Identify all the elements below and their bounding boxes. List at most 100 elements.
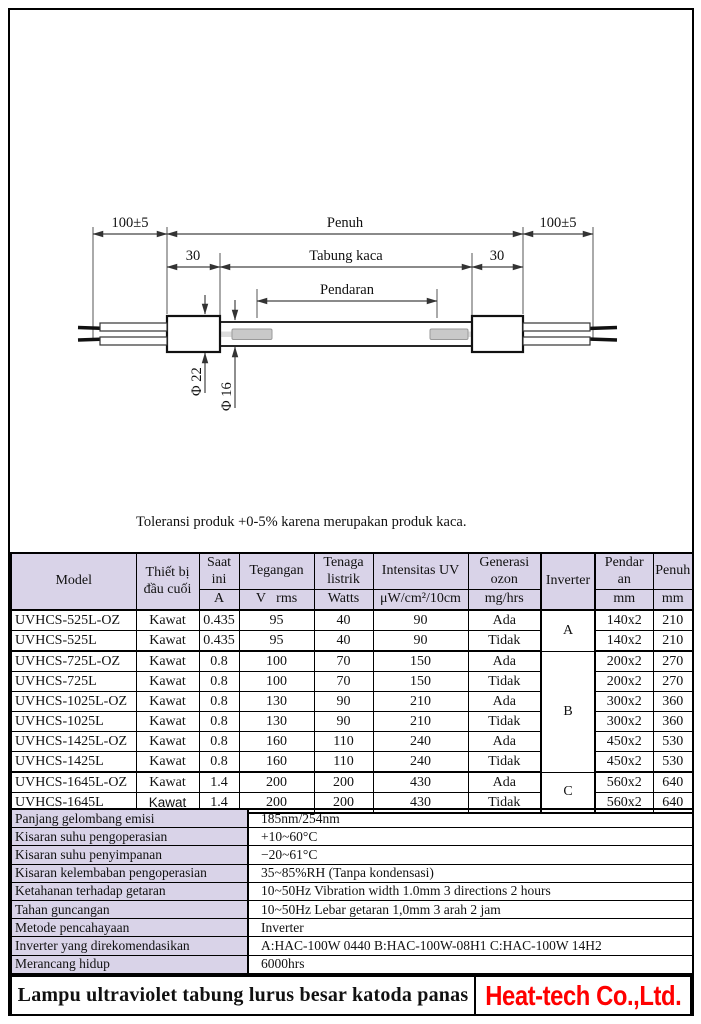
cell-ozone: Tidak <box>467 751 542 773</box>
col-header-voltage: Tegangan <box>238 552 315 590</box>
cell-current: 0.8 <box>198 671 240 692</box>
cell-ozone: Tidak <box>467 671 542 692</box>
cell-inverter-group: A <box>540 609 596 652</box>
cell-penuh: 530 <box>652 731 694 752</box>
dim-label-lead-right: 100±5 <box>540 215 577 231</box>
cell-uv: 150 <box>372 671 469 692</box>
cell-watts: 40 <box>313 609 374 631</box>
company-logo: Heat-tech Co.,Ltd. <box>476 977 690 1014</box>
cell-model: UVHCS-1025L-OZ <box>10 691 137 712</box>
dim-label-cap-left: 30 <box>186 248 201 264</box>
cell-model: UVHCS-1425L-OZ <box>10 731 137 752</box>
end-cap-left <box>165 314 222 354</box>
dim-label-diameter-cap: Φ 22 <box>189 367 205 396</box>
cell-voltage: 95 <box>238 609 315 631</box>
cell-uv: 150 <box>372 650 469 672</box>
cell-model: UVHCS-1645L-OZ <box>10 771 137 793</box>
col-header-terminal: Thiết bị đầu cuối <box>135 552 200 611</box>
cell-uv: 430 <box>372 771 469 793</box>
electrode-left <box>231 328 273 340</box>
dimension-lines <box>92 230 594 408</box>
cell-watts: 90 <box>313 691 374 712</box>
cell-current: 0.8 <box>198 751 240 773</box>
spec-value: +10~60°C <box>247 827 694 847</box>
col-unit-pendaran: mm <box>594 589 654 611</box>
col-header-ozone: Generasi ozon <box>467 552 542 590</box>
cell-pendaran: 300x2 <box>594 711 654 732</box>
lead-wire <box>587 337 618 342</box>
cell-pendaran: 200x2 <box>594 650 654 672</box>
lead-wire <box>587 325 618 331</box>
lamp-drawing <box>77 314 618 354</box>
cell-uv: 210 <box>372 711 469 732</box>
cell-voltage: 160 <box>238 731 315 752</box>
cell-terminal: Kawat <box>135 691 200 712</box>
col-header-current: Saat ini <box>198 552 240 590</box>
spec-value: 35~85%RH (Tanpa kondensasi) <box>247 863 694 883</box>
spec-value: 10~50Hz Vibration width 1.0mm 3 directio… <box>247 881 694 902</box>
cell-uv: 240 <box>372 751 469 773</box>
spec-value: 185nm/254nm <box>247 808 694 829</box>
cell-ozone: Ada <box>467 731 542 752</box>
cell-model: UVHCS-1425L <box>10 751 137 773</box>
col-header-pendaran: Pendar an <box>594 552 654 590</box>
cell-current: 1.4 <box>198 771 240 793</box>
spec-label: Tahan guncangan <box>10 900 249 920</box>
cell-current: 0.8 <box>198 691 240 712</box>
cell-uv: 90 <box>372 630 469 652</box>
spec-row: Kisaran suhu penyimpanan−20~61°C <box>10 845 694 865</box>
cell-pendaran: 140x2 <box>594 630 654 652</box>
col-unit-penuh: mm <box>652 589 694 611</box>
cell-voltage: 100 <box>238 650 315 672</box>
cell-terminal: Kawat <box>135 671 200 692</box>
cell-terminal: Kawat <box>135 771 200 793</box>
dim-label-penuh: Penuh <box>327 215 364 231</box>
electrode-stem-left <box>220 331 234 337</box>
cell-ozone: Tidak <box>467 630 542 652</box>
cell-penuh: 270 <box>652 671 694 692</box>
cell-watts: 200 <box>313 771 374 793</box>
cell-ozone: Ada <box>467 609 542 631</box>
electrode-stem-right <box>465 331 474 337</box>
cell-watts: 110 <box>313 751 374 773</box>
cell-voltage: 130 <box>238 691 315 712</box>
cell-pendaran: 300x2 <box>594 691 654 712</box>
cell-penuh: 530 <box>652 751 694 773</box>
lead-sleeve <box>522 322 591 332</box>
col-unit-voltage: V rms <box>238 589 315 611</box>
col-header-watts: Tenaga listrik <box>313 552 374 590</box>
cell-watts: 70 <box>313 671 374 692</box>
spec-label: Inverter yang direkomendasikan <box>10 936 249 956</box>
cell-ozone: Ada <box>467 691 542 712</box>
cell-watts: 40 <box>313 630 374 652</box>
col-unit-uv: μW/cm²/10cm <box>372 589 469 611</box>
spec-label: Metode pencahayaan <box>10 918 249 938</box>
cell-pendaran: 560x2 <box>594 771 654 793</box>
spec-label: Ketahanan terhadap getaran <box>10 881 249 902</box>
cell-pendaran: 450x2 <box>594 731 654 752</box>
model-spec-table: Model Thiết bị đầu cuối Saat ini Teganga… <box>10 552 694 814</box>
cell-watts: 70 <box>313 650 374 672</box>
spec-value: A:HAC-100W 0440 B:HAC-100W-08H1 C:HAC-10… <box>247 936 694 956</box>
dim-label-diameter-tube: Φ 16 <box>219 382 235 411</box>
cell-ozone: Ada <box>467 771 542 793</box>
col-unit-current: A <box>198 589 240 611</box>
cell-penuh: 270 <box>652 650 694 672</box>
dim-label-tabung-kaca: Tabung kaca <box>309 248 383 264</box>
dim-label-pendaran: Pendaran <box>320 282 375 298</box>
cell-model: UVHCS-1025L <box>10 711 137 732</box>
tolerance-note: Toleransi produk +0-5% karena merupakan … <box>136 514 467 530</box>
end-cap-right <box>470 314 525 354</box>
cell-penuh: 360 <box>652 711 694 732</box>
